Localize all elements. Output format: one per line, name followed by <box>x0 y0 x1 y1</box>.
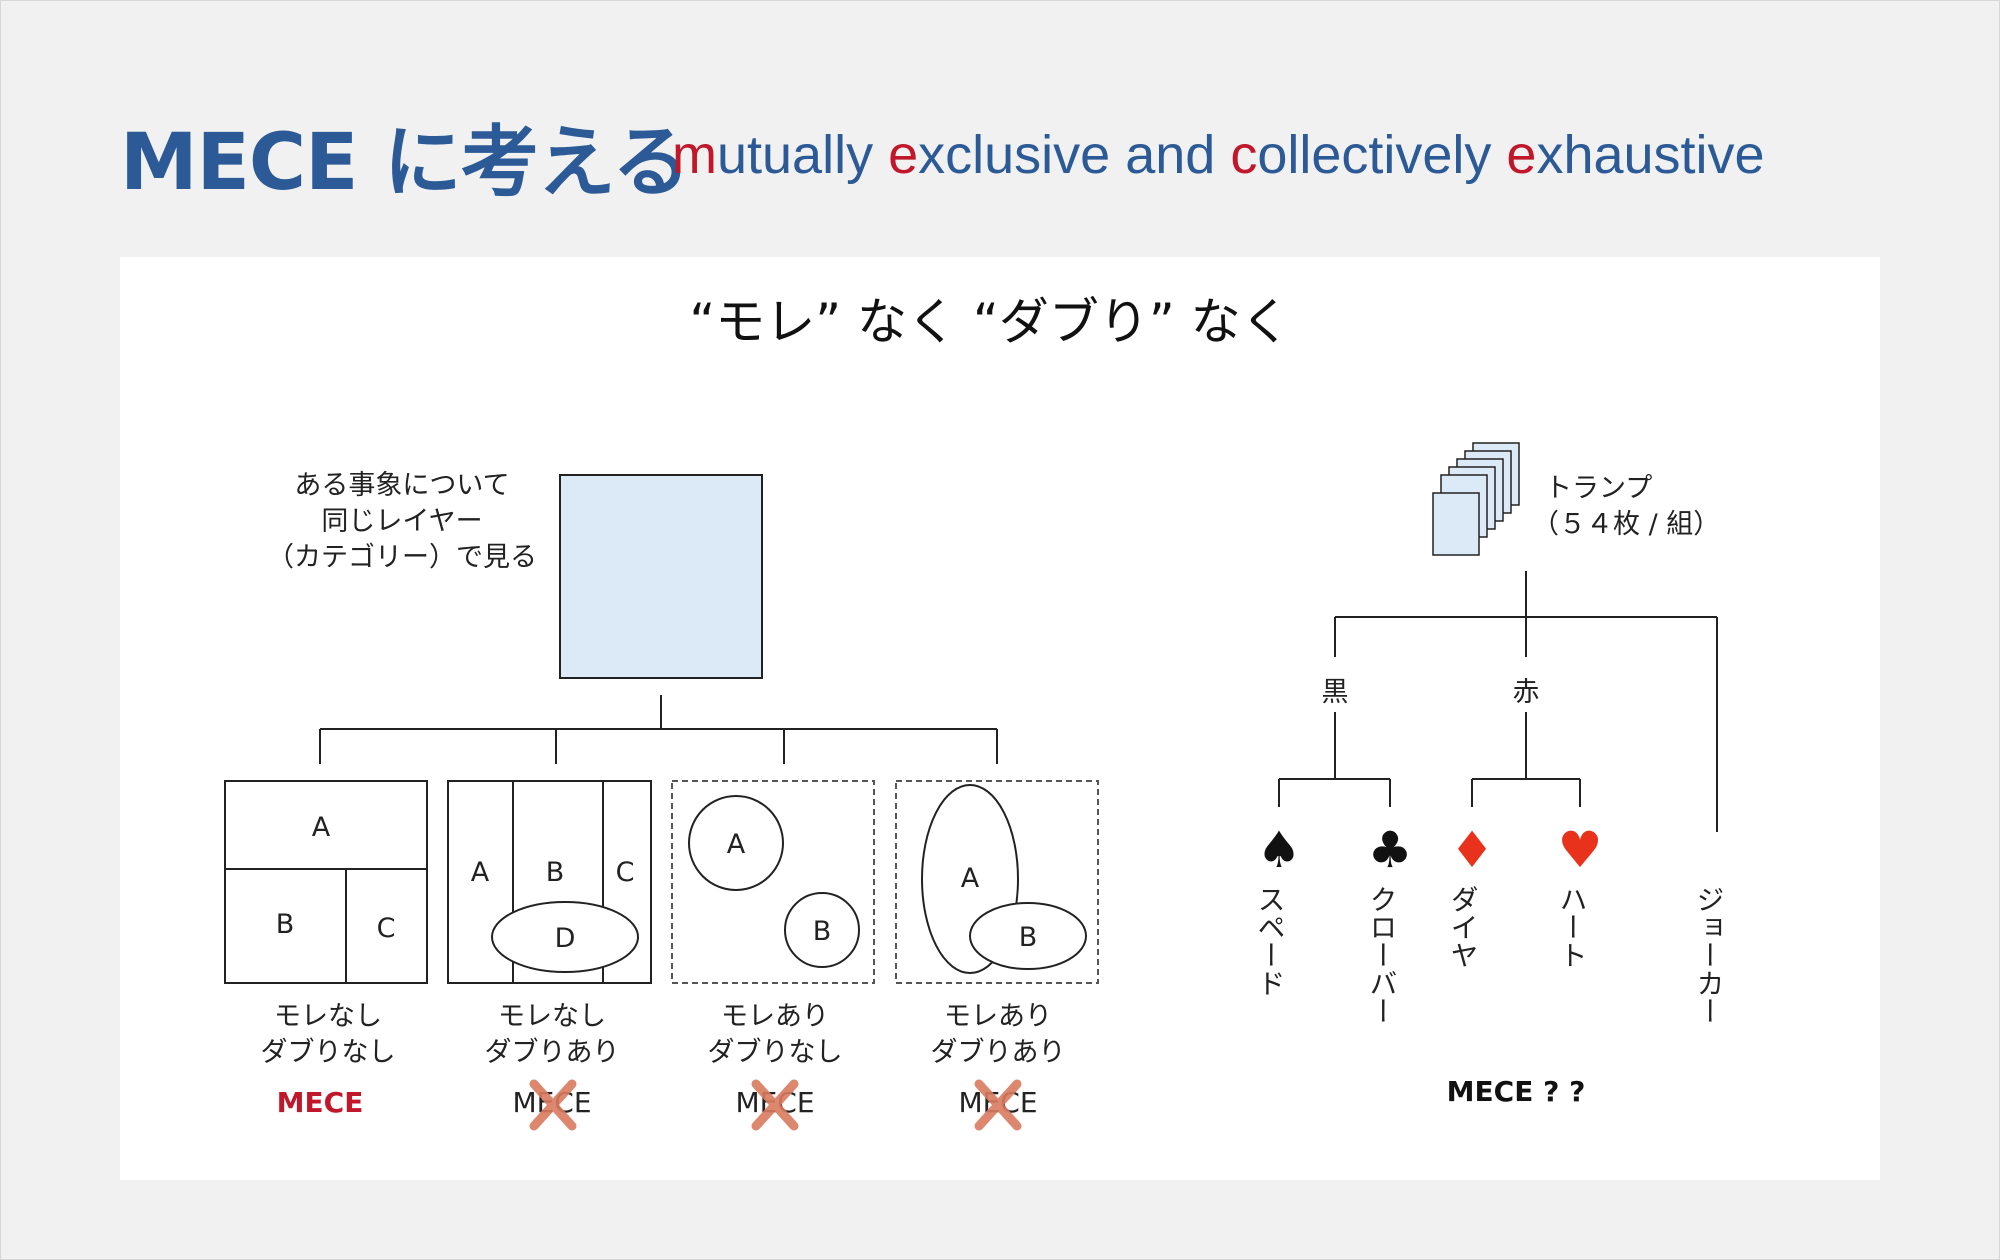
case-caption: モレなし <box>274 1001 382 1032</box>
heart-icon: ♥ <box>1558 821 1603 879</box>
content-panel: “モレ” なく “ダブり” なく ある事象について 同じレイヤー （カテゴリー）… <box>120 257 1880 1180</box>
case-caption: ダブりあり <box>485 1037 620 1068</box>
event-box <box>559 474 763 679</box>
region-label: B <box>1019 922 1038 953</box>
subtitle-part: m <box>672 125 717 185</box>
subtitle-part: utually <box>716 125 889 185</box>
region-label: C <box>616 857 635 888</box>
cross-mark-icon <box>974 1079 1022 1131</box>
right-tree-lines <box>1278 571 1718 832</box>
left-tree-lines <box>319 695 998 764</box>
headline: “モレ” なく “ダブり” なく <box>689 293 1290 351</box>
diamond-icon: ♦ <box>1450 821 1495 879</box>
region-label: B <box>276 909 295 940</box>
leaf-label: スペード <box>1254 885 1287 997</box>
spade-icon: ♠ <box>1257 821 1302 879</box>
case-caption: モレあり <box>721 1001 829 1032</box>
caption-line: （カテゴリー）で見る <box>267 542 537 573</box>
caption-line: 同じレイヤー <box>321 506 482 537</box>
region-label: C <box>377 913 396 944</box>
subtitle: mutually exclusive and collectively exha… <box>672 124 1765 186</box>
region-label: A <box>961 863 980 894</box>
subtitle-part: c <box>1230 125 1258 185</box>
subtitle-part: xhaustive <box>1536 125 1765 185</box>
group-black: 黒 <box>1322 677 1349 708</box>
case-caption: ダブりあり <box>931 1037 1066 1068</box>
mece-question: MECE ? ? <box>1447 1075 1586 1108</box>
region-label: A <box>312 812 331 843</box>
case-caption: ダブりなし <box>261 1037 396 1068</box>
region-label: A <box>471 857 490 888</box>
region-label: D <box>555 923 576 954</box>
card-deck-icon <box>1432 442 1520 556</box>
case-caption: モレなし <box>498 1001 606 1032</box>
leaf-label: ダイヤ <box>1447 885 1480 969</box>
diagram-canvas: “モレ” なく “ダブり” なく ある事象について 同じレイヤー （カテゴリー）… <box>224 293 1726 1131</box>
deck-title: トランプ <box>1545 473 1652 504</box>
case-2-diagram: A B C D <box>447 780 652 984</box>
leaf-label: クローバー <box>1366 885 1399 1025</box>
case-caption: モレあり <box>944 1001 1052 1032</box>
cross-mark-icon <box>529 1079 577 1131</box>
club-icon: ♣ <box>1368 821 1413 879</box>
case-1-diagram: A B C <box>224 780 428 984</box>
subtitle-part: e <box>888 125 919 185</box>
region-label: B <box>546 857 565 888</box>
cross-mark-icon <box>751 1079 799 1131</box>
leaf-label: ハート <box>1556 885 1589 969</box>
subtitle-part: ollectively <box>1257 125 1507 185</box>
main-title: MECE に考える <box>120 118 690 208</box>
case-3-diagram: A B <box>671 780 875 984</box>
caption-line: ある事象について <box>294 470 509 501</box>
group-red: 赤 <box>1513 677 1540 708</box>
case-caption: ダブりなし <box>708 1037 843 1068</box>
region-label: B <box>813 916 832 947</box>
verdict-mece: MECE <box>277 1086 364 1119</box>
subtitle-part: e <box>1506 125 1537 185</box>
leaf-label: ジョーカー <box>1693 885 1726 1025</box>
deck-subtitle: （５４枚 / 組） <box>1532 509 1720 540</box>
case-4-diagram: A B <box>895 780 1099 984</box>
subtitle-part: xclusive and <box>918 125 1231 185</box>
region-label: A <box>727 829 746 860</box>
